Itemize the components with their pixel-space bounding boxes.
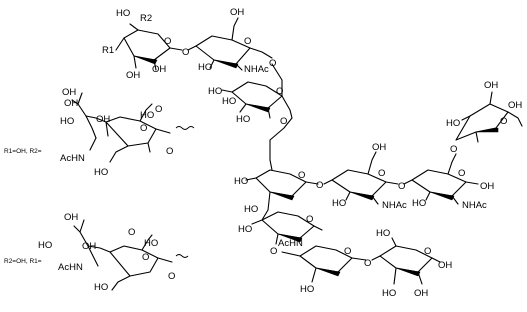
neu5ac-top: R1=OH, R2= OH OH HO OH AcHN HO O HO O O <box>4 87 195 178</box>
man-core-o6: O <box>280 116 287 127</box>
glcnac-core1-ho: HO <box>332 198 346 209</box>
man-lower-ho-2: HO <box>238 224 252 235</box>
glcnac-bottom-ho: HO <box>300 284 314 295</box>
neu5ac-bottom-o-link: O <box>168 271 175 282</box>
neu5ac-top-ho-2: HO <box>94 167 108 178</box>
glcnac-core1-o-ring: O <box>378 168 385 179</box>
neu5ac-bottom-legend: R2=OH, R1= <box>4 258 42 265</box>
neu5ac-top-achn: AcHN <box>60 153 85 164</box>
man-upper: HO HO HO O <box>208 63 293 125</box>
gal-top-ho: HO <box>116 8 130 19</box>
glcnac-bottom-achn: AcHN <box>278 238 303 249</box>
glcnac-core2: O HO O NHAc OH <box>403 144 494 211</box>
gal-top-oh-2: OH <box>152 64 166 75</box>
man-upper-o-ring: O <box>276 86 283 97</box>
glcnac-core1-o-glyco: O <box>398 181 405 192</box>
glcnac-top-o-glyco: O <box>269 58 276 69</box>
gal-top-r1: R1 <box>102 45 114 56</box>
fuc-oh-1: OH <box>484 80 498 91</box>
neu5ac-top-o-link: O <box>166 146 173 157</box>
neu5ac-bottom-o-carbonyl: O <box>128 227 135 238</box>
glcnac-core2-oh: OH <box>480 181 494 192</box>
gal-top-o-glyco: O <box>182 47 189 58</box>
neu5ac-bottom-ho-2: HO <box>94 282 108 293</box>
gal-top-oh: OH <box>126 70 140 81</box>
fuc-oh-2: OH <box>508 100 522 111</box>
man-lower-o-ring: O <box>306 214 313 225</box>
man-core: O O HO O <box>234 116 323 211</box>
gal-top-o-ring: O <box>164 36 171 47</box>
neu5ac-bottom: R2=OH, R1= OH HO OH AcHN HO O HO O O <box>4 212 189 293</box>
glcnac-core2-nhac: NHAc <box>462 200 487 211</box>
glcnac-top-oh: OH <box>230 7 244 18</box>
glcnac-core1-oh: OH <box>372 142 386 153</box>
glcnac-core2-o-ring: O <box>458 168 465 179</box>
glcnac-core1-nhac: NHAc <box>382 200 407 211</box>
fuc-o-ring: O <box>500 116 507 127</box>
glcnac-bottom-o-glyco: O <box>364 258 371 269</box>
man-upper-ho-1: HO <box>208 86 222 97</box>
glcnac-core2-o6: O <box>450 144 457 155</box>
gal-bottom-oh-2: OH <box>438 260 452 271</box>
fuc-ho: HO <box>446 118 460 129</box>
neu5ac-top-oh: OH <box>64 98 78 109</box>
glcnac-top-ho: HO <box>198 62 212 73</box>
glcnac-core1: OH HO O NHAc O <box>323 142 407 211</box>
glcnac-top-o-ring: O <box>244 36 251 47</box>
neu5ac-top-oh-3: OH <box>96 114 110 125</box>
man-lower-ho-1: HO <box>244 204 258 215</box>
glcnac-top-nhac: NHAc <box>244 64 269 75</box>
man-upper-ho-3: HO <box>236 114 250 125</box>
gal-top-r2: R2 <box>140 13 152 24</box>
neu5ac-bottom-oh: OH <box>64 212 78 223</box>
man-upper-ho-2: HO <box>222 96 236 107</box>
gal-bottom-ho-2: HO <box>382 288 396 299</box>
neu5ac-bottom-ho: HO <box>38 240 52 251</box>
man-lower: HO HO O O <box>238 204 323 257</box>
neu5ac-top-oh-2: OH <box>62 87 76 98</box>
gal-bottom-oh-1: OH <box>414 288 428 299</box>
man-core-o-glyco: O <box>316 180 323 191</box>
neu5ac-top-o-ring: O <box>140 123 147 134</box>
neu5ac-bottom-ho-acid: HO <box>144 238 158 249</box>
neu5ac-top-ho-acid: HO <box>140 110 154 121</box>
man-lower-o-glyco: O <box>270 246 277 257</box>
glcnac-top: OH HO O NHAc O <box>187 7 276 75</box>
neu5ac-top-o-carbonyl: O <box>155 104 162 115</box>
man-core-o-ring: O <box>298 170 305 181</box>
gal-top: HO R2 R1 O OH OH O <box>102 8 189 81</box>
fuc: HO OH OH O <box>446 80 523 143</box>
neu5ac-bottom-oh-2: OH <box>82 241 96 252</box>
neu5ac-bottom-o-ring: O <box>142 252 149 263</box>
glcnac-core2-ho: HO <box>412 198 426 209</box>
glcnac-bottom: AcHN O HO O <box>278 238 371 295</box>
glcnac-bottom-o-ring: O <box>344 246 351 257</box>
neu5ac-top-legend: R1=OH, R2= <box>4 148 42 155</box>
neu5ac-top-ho: HO <box>60 116 74 127</box>
man-core-ho: HO <box>234 176 248 187</box>
gal-bottom-ho-1: HO <box>376 228 390 239</box>
neu5ac-bottom-achn: AcHN <box>58 262 83 273</box>
gal-bottom-o-ring: O <box>424 246 431 257</box>
gal-bottom: HO O HO OH OH <box>371 228 452 299</box>
